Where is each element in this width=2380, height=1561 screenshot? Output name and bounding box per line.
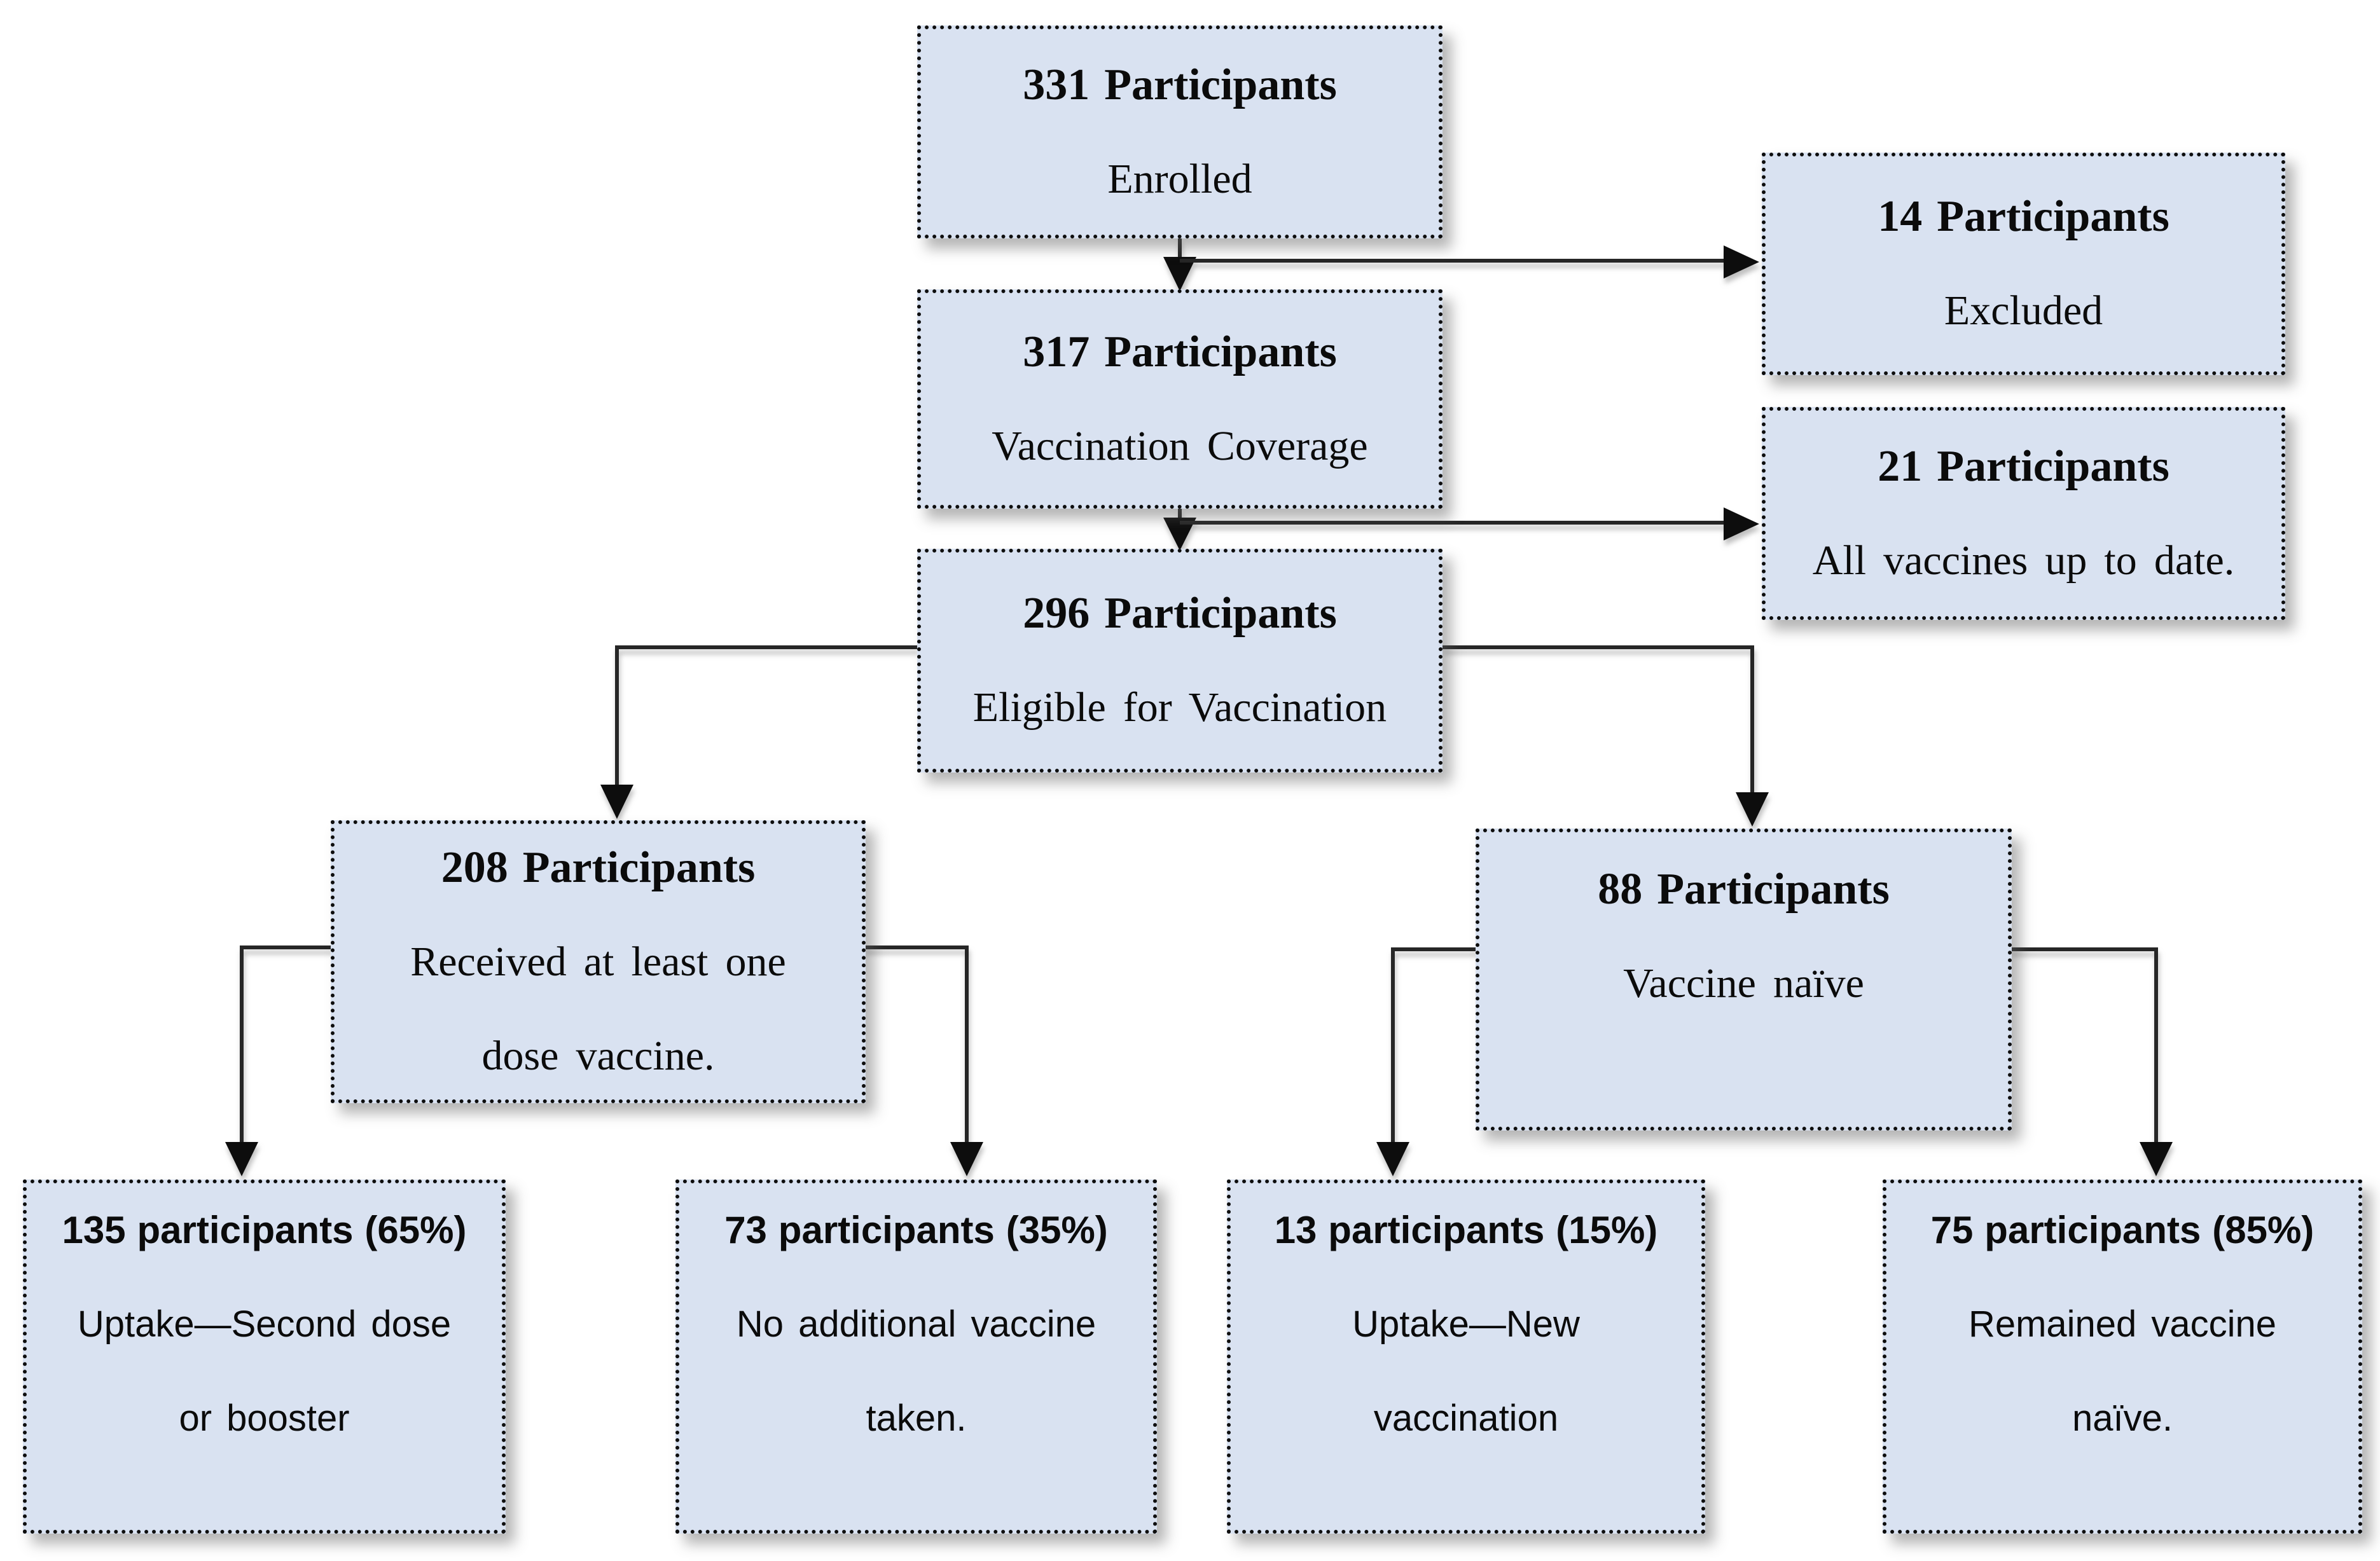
node-naive-label: Vaccine naïve (1623, 960, 1864, 1007)
node-coverage: 317 Participants Vaccination Coverage (917, 289, 1443, 509)
node-eligible: 296 Participants Eligible for Vaccinatio… (917, 549, 1443, 773)
node-second-dose-label-1: Uptake—Second dose (77, 1303, 452, 1345)
arrowhead-down-coverage (1163, 257, 1196, 291)
node-remained-naive-label-1: Remained vaccine (1968, 1303, 2277, 1345)
node-coverage-label: Vaccination Coverage (992, 422, 1368, 469)
node-enrolled-count: 331 Participants (1023, 60, 1337, 109)
node-second-dose: 135 participants (65%) Uptake—Second dos… (23, 1179, 506, 1534)
arrowhead-down-newvaccination (1376, 1142, 1409, 1176)
node-one-dose-count: 208 Participants (441, 842, 756, 892)
connector-naive-remainednaive (2010, 947, 2158, 1145)
arrowhead-down-seconddose (225, 1142, 258, 1176)
node-excluded: 14 Participants Excluded (1762, 153, 2285, 375)
node-up-to-date-label: All vaccines up to date. (1812, 537, 2235, 584)
connector-eligible-naive (1443, 645, 1754, 795)
arrowhead-down-remainednaive (2140, 1142, 2173, 1176)
node-naive-count: 88 Participants (1598, 865, 1890, 914)
node-one-dose: 208 Participants Received at least one d… (331, 820, 866, 1103)
node-new-vaccination: 13 participants (15%) Uptake—New vaccina… (1227, 1179, 1705, 1534)
node-naive: 88 Participants Vaccine naïve (1476, 829, 2012, 1131)
node-remained-naive: 75 participants (85%) Remained vaccine n… (1883, 1179, 2362, 1534)
connector-naive-newvaccination (1391, 947, 1477, 1145)
connector-onedose-noadditional (864, 946, 969, 1145)
node-remained-naive-count: 75 participants (85%) (1930, 1209, 2314, 1251)
arrowhead-down-noadditional (950, 1142, 983, 1176)
node-enrolled-label: Enrolled (1107, 155, 1252, 202)
node-coverage-count: 317 Participants (1023, 327, 1337, 376)
connector-onedose-seconddose (240, 946, 332, 1145)
node-one-dose-label-1: Received at least one (410, 938, 786, 985)
node-eligible-count: 296 Participants (1023, 589, 1337, 638)
connector-eligible-onedose (615, 645, 917, 787)
node-new-vaccination-count: 13 participants (15%) (1274, 1209, 1658, 1251)
node-no-additional: 73 participants (35%) No additional vacc… (675, 1179, 1157, 1534)
arrowhead-down-eligible (1163, 518, 1196, 551)
node-remained-naive-label-2: naïve. (2072, 1398, 2173, 1439)
arrowhead-down-naive (1736, 792, 1769, 827)
arrowhead-right-uptodate (1724, 507, 1759, 540)
node-excluded-label: Excluded (1944, 287, 2103, 334)
node-second-dose-count: 135 participants (65%) (62, 1209, 467, 1251)
node-no-additional-count: 73 participants (35%) (724, 1209, 1108, 1251)
arrowhead-right-excluded (1724, 245, 1759, 279)
node-no-additional-label-1: No additional vaccine (736, 1303, 1097, 1345)
node-new-vaccination-label-2: vaccination (1373, 1398, 1559, 1439)
node-no-additional-label-2: taken. (866, 1398, 967, 1439)
node-one-dose-label-2: dose vaccine. (481, 1032, 715, 1079)
arrowhead-down-onedose (600, 785, 633, 819)
node-up-to-date-count: 21 Participants (1878, 441, 2169, 491)
node-excluded-count: 14 Participants (1878, 192, 2169, 241)
node-second-dose-label-2: or booster (179, 1398, 350, 1439)
node-eligible-label: Eligible for Vaccination (972, 684, 1387, 731)
node-new-vaccination-label-1: Uptake—New (1352, 1303, 1580, 1345)
node-enrolled: 331 Participants Enrolled (917, 25, 1443, 238)
node-up-to-date: 21 Participants All vaccines up to date. (1762, 407, 2285, 620)
